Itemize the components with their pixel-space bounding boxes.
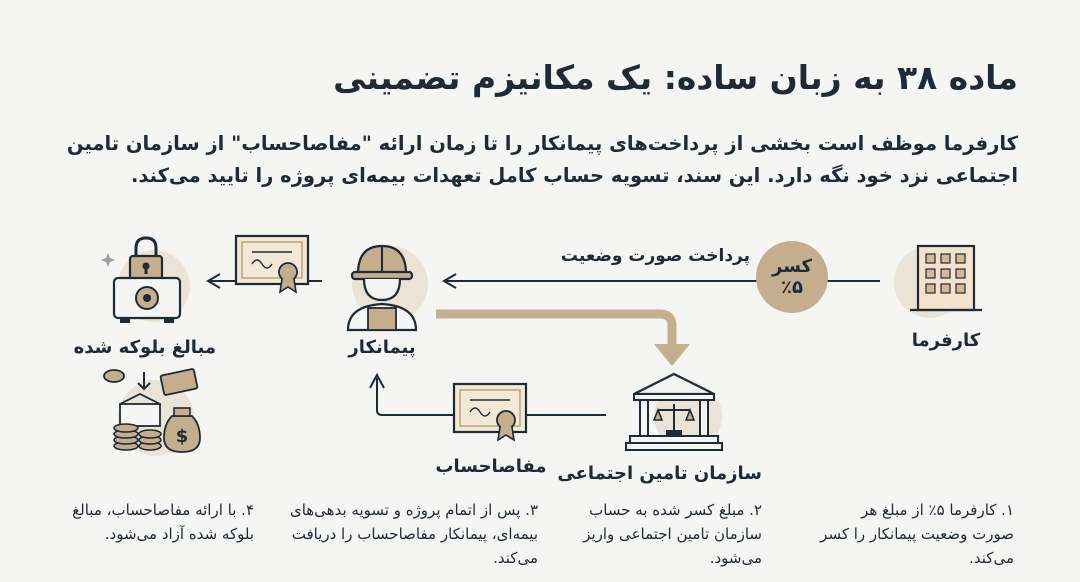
employer-label: کارفرما <box>911 330 981 351</box>
svg-text:$: $ <box>176 426 189 447</box>
clearance-label: مفاصاحساب <box>435 456 547 477</box>
certificate-icon <box>234 234 310 294</box>
contractor-icon <box>346 244 428 332</box>
deduction-badge: کسر ٪۵ <box>756 241 828 313</box>
blocked-funds-label: مبالغ بلوکه شده <box>73 337 216 358</box>
social-security-label: سازمان تامین اجتماعی <box>557 463 762 484</box>
step-3-text: ۳. پس از اتمام پروژه و تسویه بدهی‌های بی… <box>289 501 538 567</box>
page-title: ماده ۳۸ به زبان ساده: یک مکانیزم تضمینی <box>333 58 1018 97</box>
building-icon <box>894 244 982 318</box>
step-4-text: ۴. با ارائه مفاصاحساب، مبالغ بلوکه شده آ… <box>72 501 254 543</box>
intro-paragraph: کارفرما موظف است بخشی از پرداخت‌های پیما… <box>66 132 1018 187</box>
step-1-text: ۱. کارفرما ۵٪ از مبلغ هر صورت وضعیت پیما… <box>820 501 1014 567</box>
payment-arrow-label: پرداخت صورت وضعیت <box>560 246 750 266</box>
contractor-label: پیمانکار <box>348 337 416 358</box>
clearance-certificate-icon <box>452 382 528 442</box>
locked-safe-icon <box>101 236 190 323</box>
deduction-transfer-arrow <box>436 309 690 366</box>
deduction-label: کسر <box>772 256 812 277</box>
money-release-icon: $ <box>103 368 201 456</box>
step-2-text: ۲. مبلغ کسر شده به حساب سازمان تامین اجت… <box>583 501 762 567</box>
clearance-return-arrow <box>369 372 606 416</box>
deduction-percent: ٪۵ <box>781 277 803 298</box>
social-security-icon <box>625 372 723 451</box>
